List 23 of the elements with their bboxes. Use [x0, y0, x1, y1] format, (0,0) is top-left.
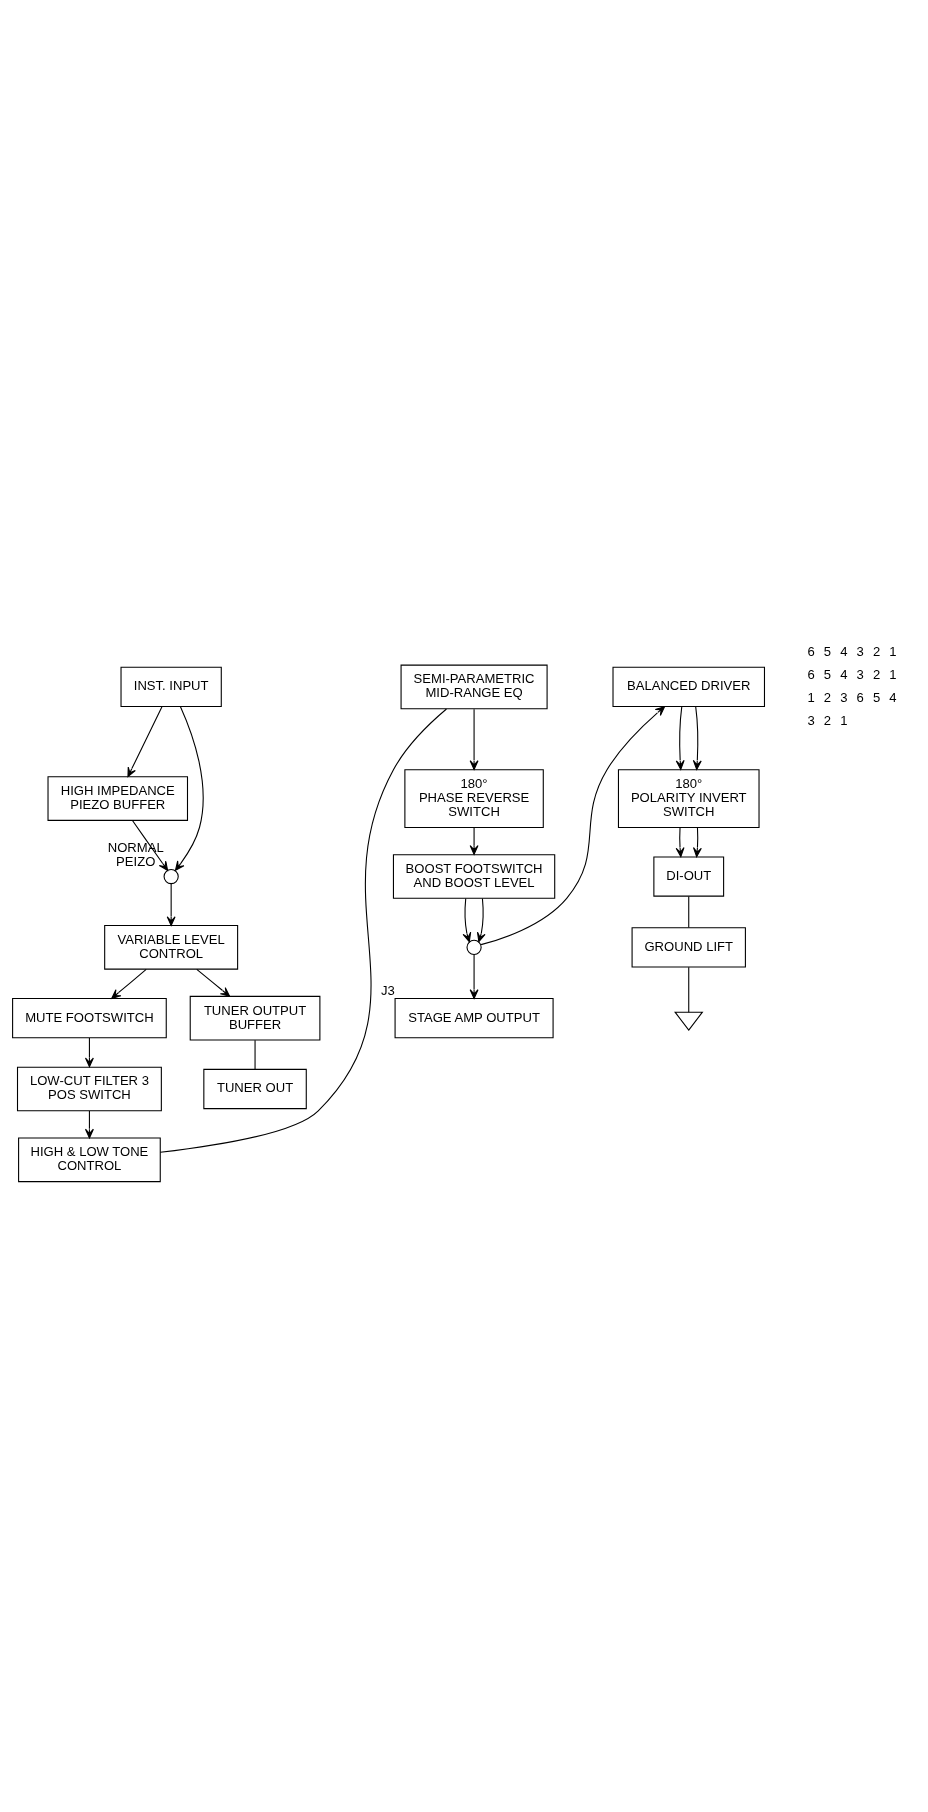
node-label: PEIZO [116, 853, 156, 869]
label: 4 [840, 666, 848, 682]
label: 6 [856, 689, 864, 705]
label: 3 [856, 666, 864, 682]
label: 6 [807, 666, 815, 682]
label: 3 [807, 712, 815, 728]
label: 1 [840, 712, 848, 728]
label: 6 [807, 643, 815, 659]
label: 2 [823, 689, 832, 705]
label: 5 [823, 666, 832, 682]
label: 2 [872, 666, 881, 682]
label: 4 [840, 643, 848, 659]
label: 2 [872, 643, 881, 659]
label: 2 [823, 712, 832, 728]
node-label: J3 [381, 982, 395, 998]
label: 1 [889, 666, 897, 682]
label: 1 [807, 689, 815, 705]
label: 5 [823, 643, 832, 659]
label: 3 [856, 643, 864, 659]
label: 3 [840, 689, 848, 705]
label: 4 [889, 689, 897, 705]
label: 1 [889, 643, 897, 659]
label: 5 [872, 689, 881, 705]
